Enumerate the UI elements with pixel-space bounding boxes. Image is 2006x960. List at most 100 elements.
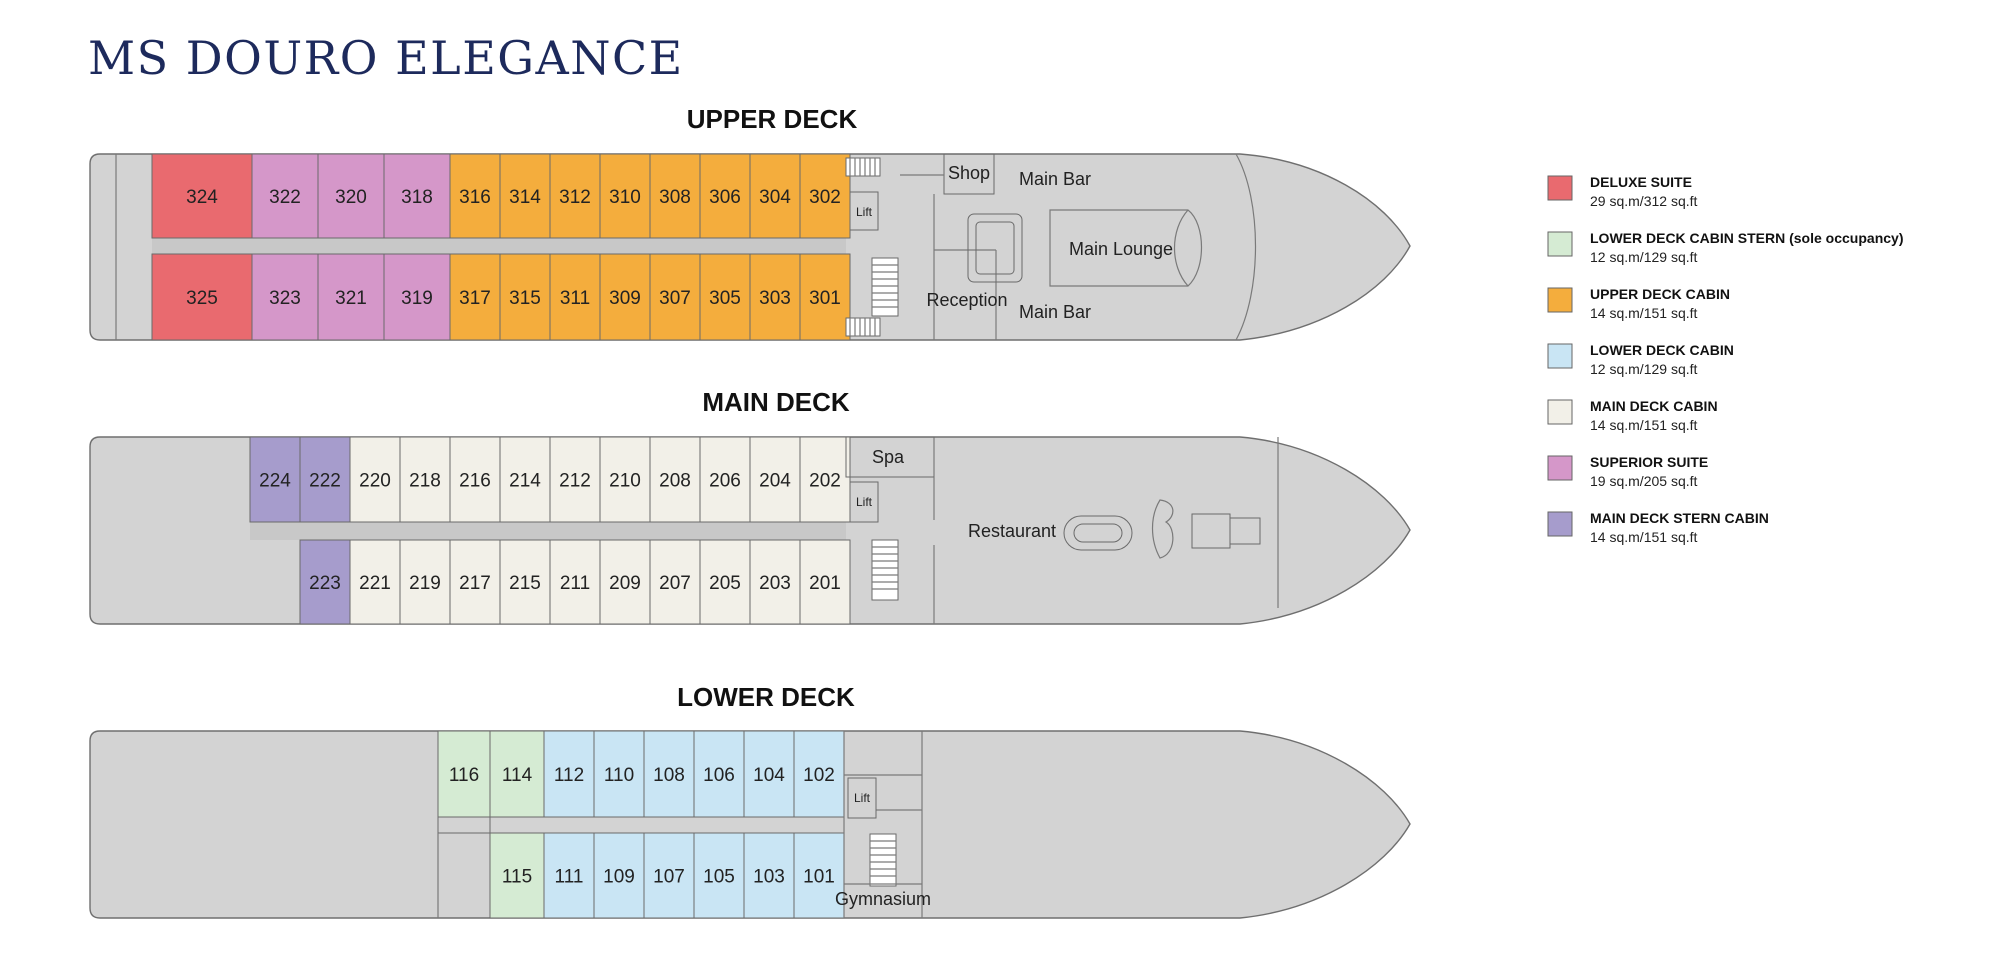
cabin-321 [317, 253, 385, 341]
cabin-315 [499, 253, 551, 341]
main-lounge-label: Main Lounge [1069, 239, 1173, 259]
ship-title: MS DOURO ELEGANCE [88, 31, 684, 85]
cabin-number: 309 [609, 288, 641, 309]
station-counter [1151, 499, 1174, 559]
cabin-102 [793, 730, 845, 818]
lower-deck-hull [89, 730, 1411, 919]
cabin-number: 202 [809, 471, 841, 492]
cabin-202 [799, 436, 851, 523]
cabin-101 [793, 832, 845, 919]
cabin-number: 314 [509, 187, 541, 208]
cabin-number: 204 [759, 471, 791, 492]
cabin-number: 111 [555, 867, 584, 888]
cabin-304 [749, 153, 801, 239]
cabin-222 [299, 436, 351, 523]
cabin-number: 311 [560, 288, 590, 309]
main-lounge-room [1049, 209, 1203, 287]
cabin-301 [799, 253, 851, 341]
lift-label: Lift [856, 495, 873, 509]
cabin-number: 207 [659, 573, 691, 594]
legend-size: 12 sq.m/129 sq.ft [1590, 249, 1698, 265]
cabin-number: 211 [560, 573, 590, 594]
cabin-number: 201 [809, 573, 841, 594]
restaurant-label: Restaurant [968, 521, 1056, 541]
shop-room [943, 153, 995, 195]
cabin-number: 312 [559, 187, 591, 208]
cabin-number: 105 [703, 867, 735, 888]
reception-label: Reception [926, 290, 1007, 310]
cabin-215 [499, 539, 551, 625]
cabin-number: 107 [653, 867, 685, 888]
cabin-309 [599, 253, 651, 341]
cabin-223 [299, 539, 351, 625]
lift-label: Lift [854, 791, 871, 805]
cabin-number: 305 [709, 288, 741, 309]
cabin-number: 301 [809, 288, 841, 309]
cabin-214 [499, 436, 551, 523]
cabin-308 [649, 153, 701, 239]
cabin-number: 224 [259, 471, 291, 492]
cabin-number: 104 [753, 765, 785, 786]
legend-title: SUPERIOR SUITE [1590, 454, 1708, 470]
cabin-201 [799, 539, 851, 625]
legend-swatch [1547, 175, 1573, 201]
cabin-number: 108 [653, 765, 685, 786]
corridor [152, 236, 846, 256]
legend-title: MAIN DECK STERN CABIN [1590, 510, 1769, 526]
cabin-320 [317, 153, 385, 239]
cabin-number: 103 [753, 867, 785, 888]
cabin-number: 101 [803, 867, 835, 888]
legend-swatch [1547, 511, 1573, 537]
cabin-number: 112 [554, 765, 584, 786]
cabin-317 [449, 253, 501, 341]
cabin-number: 209 [609, 573, 641, 594]
legend-swatch [1547, 343, 1573, 369]
legend-title: LOWER DECK CABIN [1590, 342, 1734, 358]
legend-size: 14 sq.m/151 sq.ft [1590, 417, 1698, 433]
cabin-number: 221 [359, 573, 391, 594]
cabin-number: 218 [409, 471, 441, 492]
cabin-207 [649, 539, 701, 625]
cabin-number: 302 [809, 187, 841, 208]
cabin-203 [749, 539, 801, 625]
cabin-205 [699, 539, 751, 625]
cabin-212 [549, 436, 601, 523]
spa-room [845, 436, 935, 478]
legend-swatch [1547, 455, 1573, 481]
cabin-115 [489, 832, 545, 919]
cabin-number: 323 [269, 288, 301, 309]
cabin-number: 210 [609, 471, 641, 492]
stairs-icon [871, 539, 899, 601]
cabin-number: 303 [759, 288, 791, 309]
spa-label: Spa [872, 447, 905, 467]
cabin-number: 322 [269, 187, 301, 208]
legend-swatch [1547, 399, 1573, 425]
cabin-224 [249, 436, 301, 523]
legend-size: 12 sq.m/129 sq.ft [1590, 361, 1698, 377]
cabin-114 [489, 730, 545, 818]
cabin-number: 306 [709, 187, 741, 208]
cabin-109 [593, 832, 645, 919]
cabin-number: 310 [609, 187, 641, 208]
cabin-217 [449, 539, 501, 625]
cabin-number: 106 [703, 765, 735, 786]
legend-size: 14 sq.m/151 sq.ft [1590, 305, 1698, 321]
cabin-107 [643, 832, 695, 919]
main-deck-title: MAIN DECK [702, 387, 850, 417]
cabin-number: 114 [502, 765, 533, 786]
gymnasium-label: Gymnasium [835, 889, 931, 909]
cabin-312 [549, 153, 601, 239]
cabin-number: 316 [459, 187, 491, 208]
cabin-206 [699, 436, 751, 523]
bow-line [1235, 153, 1257, 341]
lower-deck-title: LOWER DECK [677, 682, 855, 712]
cabin-number: 220 [359, 471, 391, 492]
upper-deck-title: UPPER DECK [687, 104, 858, 134]
cabin-number: 315 [509, 288, 541, 309]
cabin-number: 216 [459, 471, 491, 492]
cabin-number: 317 [459, 288, 491, 309]
